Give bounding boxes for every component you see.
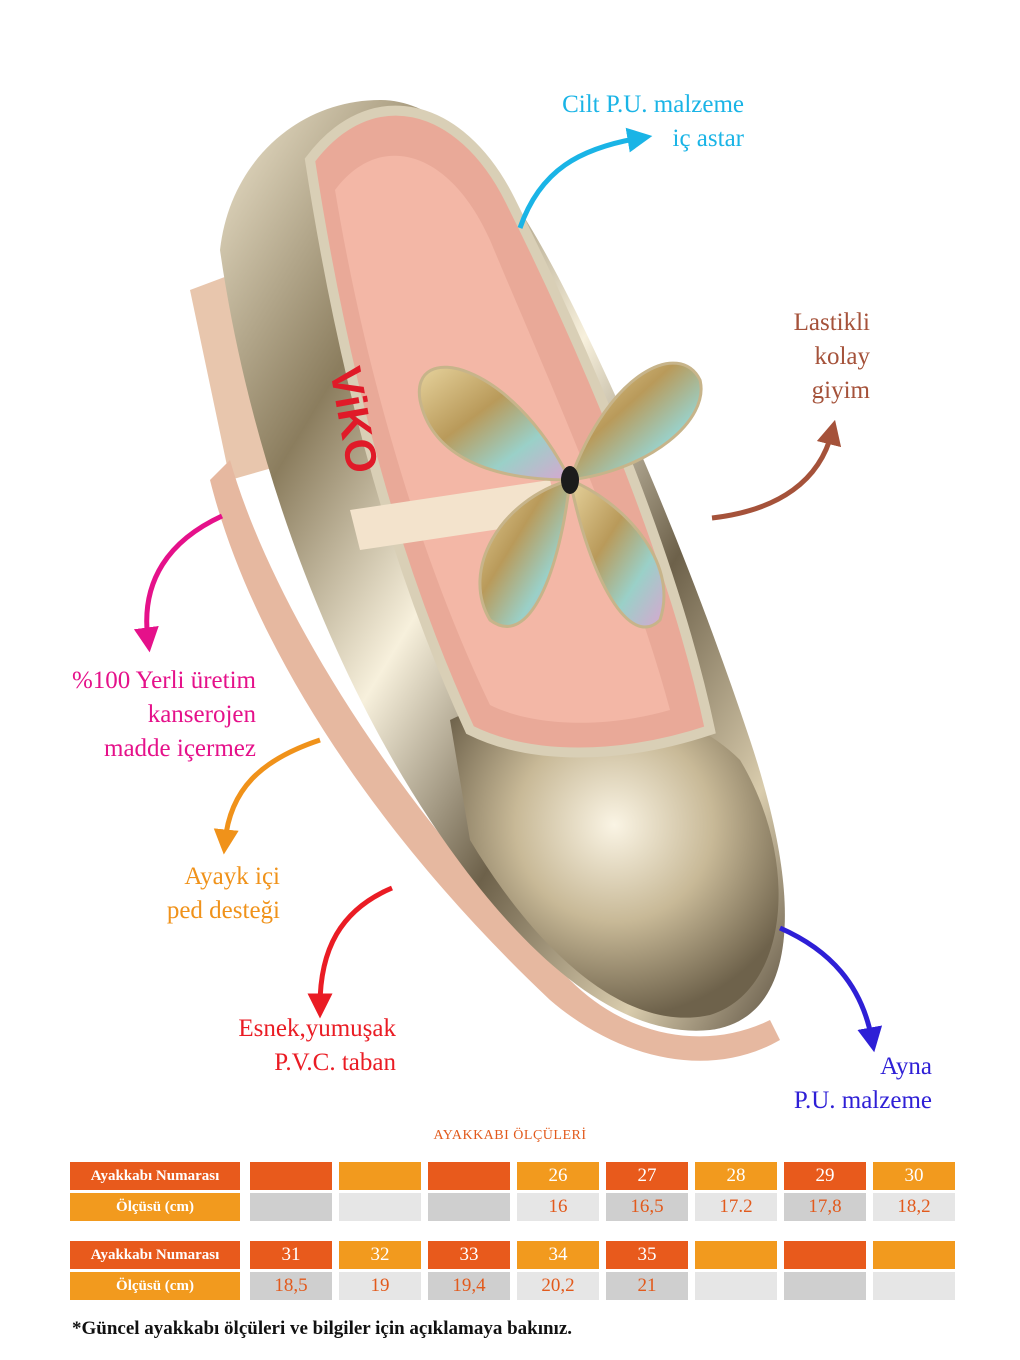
callout-sole-line1: Esnek,yumuşak [238,1015,396,1042]
table1-size-row: Ölçüsü (cm) 16 16,5 17.2 17,8 18,2 [70,1193,960,1221]
size-cm-cell: 20,2 [517,1272,599,1300]
callout-local: %100 Yerli üretim kanserojen madde içerm… [40,664,256,766]
size-number-cell: 35 [606,1241,688,1269]
size-cm-cell: 17,8 [784,1193,866,1221]
size-number-cell [250,1162,332,1190]
callout-insole-line2: ped desteği [166,897,280,924]
size-number-cell: 27 [606,1162,688,1190]
size-number-cell: 33 [428,1241,510,1269]
table1-number-row: Ayakkabı Numarası 26 27 28 29 30 [70,1162,960,1190]
size-cm-cell [250,1193,332,1221]
callout-elastic: Lastikli kolay giyim [700,306,870,408]
callout-sole: Esnek,yumuşak P.V.C. taban [180,1012,396,1080]
size-cm-cell [784,1272,866,1300]
size-cm-cell: 18,5 [250,1272,332,1300]
callout-local-line2: kanserojen [147,701,256,728]
callout-mirror-line2: P.U. malzeme [793,1087,932,1114]
callout-local-line1: %100 Yerli üretim [71,667,256,694]
callout-insole-line1: Ayayk içi [184,863,280,890]
shoe-image: ViKO [190,100,785,1061]
size-number-cell: 32 [339,1241,421,1269]
size-number-cell [339,1162,421,1190]
size-cm-cell: 17.2 [695,1193,777,1221]
size-cm-cell: 18,2 [873,1193,955,1221]
callout-sole-line2: P.V.C. taban [274,1049,396,1076]
callout-elastic-line2: kolay [814,343,870,370]
callout-local-line3: madde içermez [104,735,256,762]
row-label-number: Ayakkabı Numarası [70,1162,240,1190]
size-number-cell: 29 [784,1162,866,1190]
callout-lining-line1: Cilt P.U. malzeme [562,91,744,118]
table2-size-row: Ölçüsü (cm) 18,5 19 19,4 20,2 21 [70,1272,960,1300]
size-table-title: AYAKKABI ÖLÇÜLERİ [433,1128,587,1143]
size-number-cell: 34 [517,1241,599,1269]
size-number-cell [784,1241,866,1269]
callout-lining-line2: iç astar [672,125,744,152]
size-cm-cell [428,1193,510,1221]
size-cm-cell [339,1193,421,1221]
size-number-cell [428,1162,510,1190]
size-cm-cell: 19 [339,1272,421,1300]
size-cm-cell: 19,4 [428,1272,510,1300]
table2-number-row: Ayakkabı Numarası 31 32 33 34 35 [70,1241,960,1269]
callout-mirror-line1: Ayna [880,1053,932,1080]
callout-lining: Cilt P.U. malzeme iç astar [520,88,744,156]
callout-mirror: Ayna P.U. malzeme [740,1050,932,1118]
size-number-cell: 30 [873,1162,955,1190]
row-label-size: Ölçüsü (cm) [70,1193,240,1221]
size-cm-cell: 16 [517,1193,599,1221]
row-label-size: Ölçüsü (cm) [70,1272,240,1300]
size-cm-cell: 21 [606,1272,688,1300]
row-label-number: Ayakkabı Numarası [70,1241,240,1269]
footnote: *Güncel ayakkabı ölçüleri ve bilgiler iç… [72,1318,573,1339]
size-number-cell: 26 [517,1162,599,1190]
size-number-cell: 28 [695,1162,777,1190]
size-number-cell [873,1241,955,1269]
size-number-cell [695,1241,777,1269]
callout-insole: Ayayk içi ped desteği [100,860,280,928]
size-number-cell: 31 [250,1241,332,1269]
size-cm-cell [695,1272,777,1300]
size-cm-cell [873,1272,955,1300]
callout-elastic-line3: giyim [811,377,870,404]
size-cm-cell: 16,5 [606,1193,688,1221]
callout-elastic-line1: Lastikli [793,309,870,336]
